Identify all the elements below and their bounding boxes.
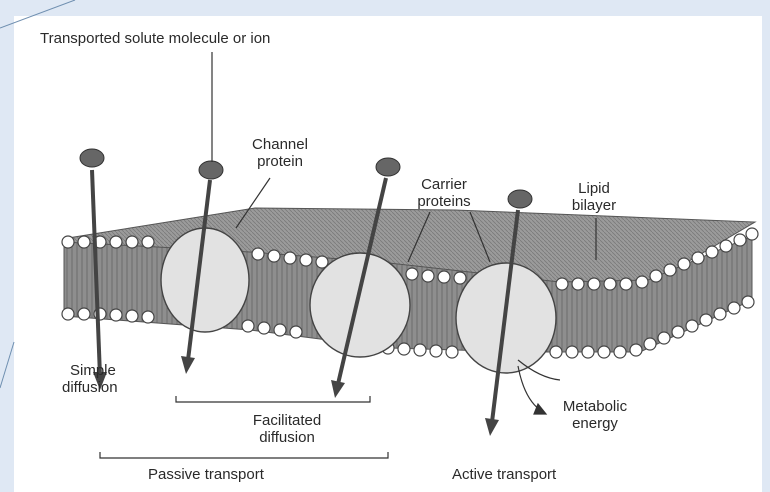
carrier-proteins-line-2: proteins <box>404 193 484 210</box>
channel-protein-shape <box>161 228 249 332</box>
simple-diffusion-label: Simple diffusion <box>62 362 118 396</box>
simple-diffusion-line-2: diffusion <box>62 379 118 396</box>
lipid-bilayer-line-1: Lipid <box>558 180 630 197</box>
facilitated-diffusion-line-1: Facilitated <box>232 412 342 429</box>
transported-solute-label: Transported solute molecule or ion <box>40 30 270 47</box>
slide-decor-line-bottom <box>0 342 14 388</box>
carrier-proteins-label: Carrier proteins <box>404 176 484 210</box>
simple-diffusion-line-1: Simple <box>62 362 118 379</box>
facilitated-diffusion-bracket <box>176 396 370 402</box>
metabolic-energy-label: Metabolic energy <box>540 398 650 432</box>
facilitated-diffusion-label: Facilitated diffusion <box>232 412 342 446</box>
facilitated-diffusion-line-2: diffusion <box>232 429 342 446</box>
channel-protein-label: Channel protein <box>240 136 320 170</box>
lipid-bilayer-label: Lipid bilayer <box>558 180 630 214</box>
metabolic-energy-line-1: Metabolic <box>540 398 650 415</box>
carrier-proteins-line-1: Carrier <box>404 176 484 193</box>
slide-decor-line-top <box>0 0 75 28</box>
passive-transport-label: Passive transport <box>148 466 264 483</box>
channel-protein-line-1: Channel <box>240 136 320 153</box>
active-transport-label: Active transport <box>452 466 556 483</box>
metabolic-energy-line-2: energy <box>540 415 650 432</box>
channel-protein-line-2: protein <box>240 153 320 170</box>
lipid-bilayer-line-2: bilayer <box>558 197 630 214</box>
passive-transport-bracket <box>100 452 388 458</box>
carrier-protein-shape-1 <box>310 253 410 357</box>
